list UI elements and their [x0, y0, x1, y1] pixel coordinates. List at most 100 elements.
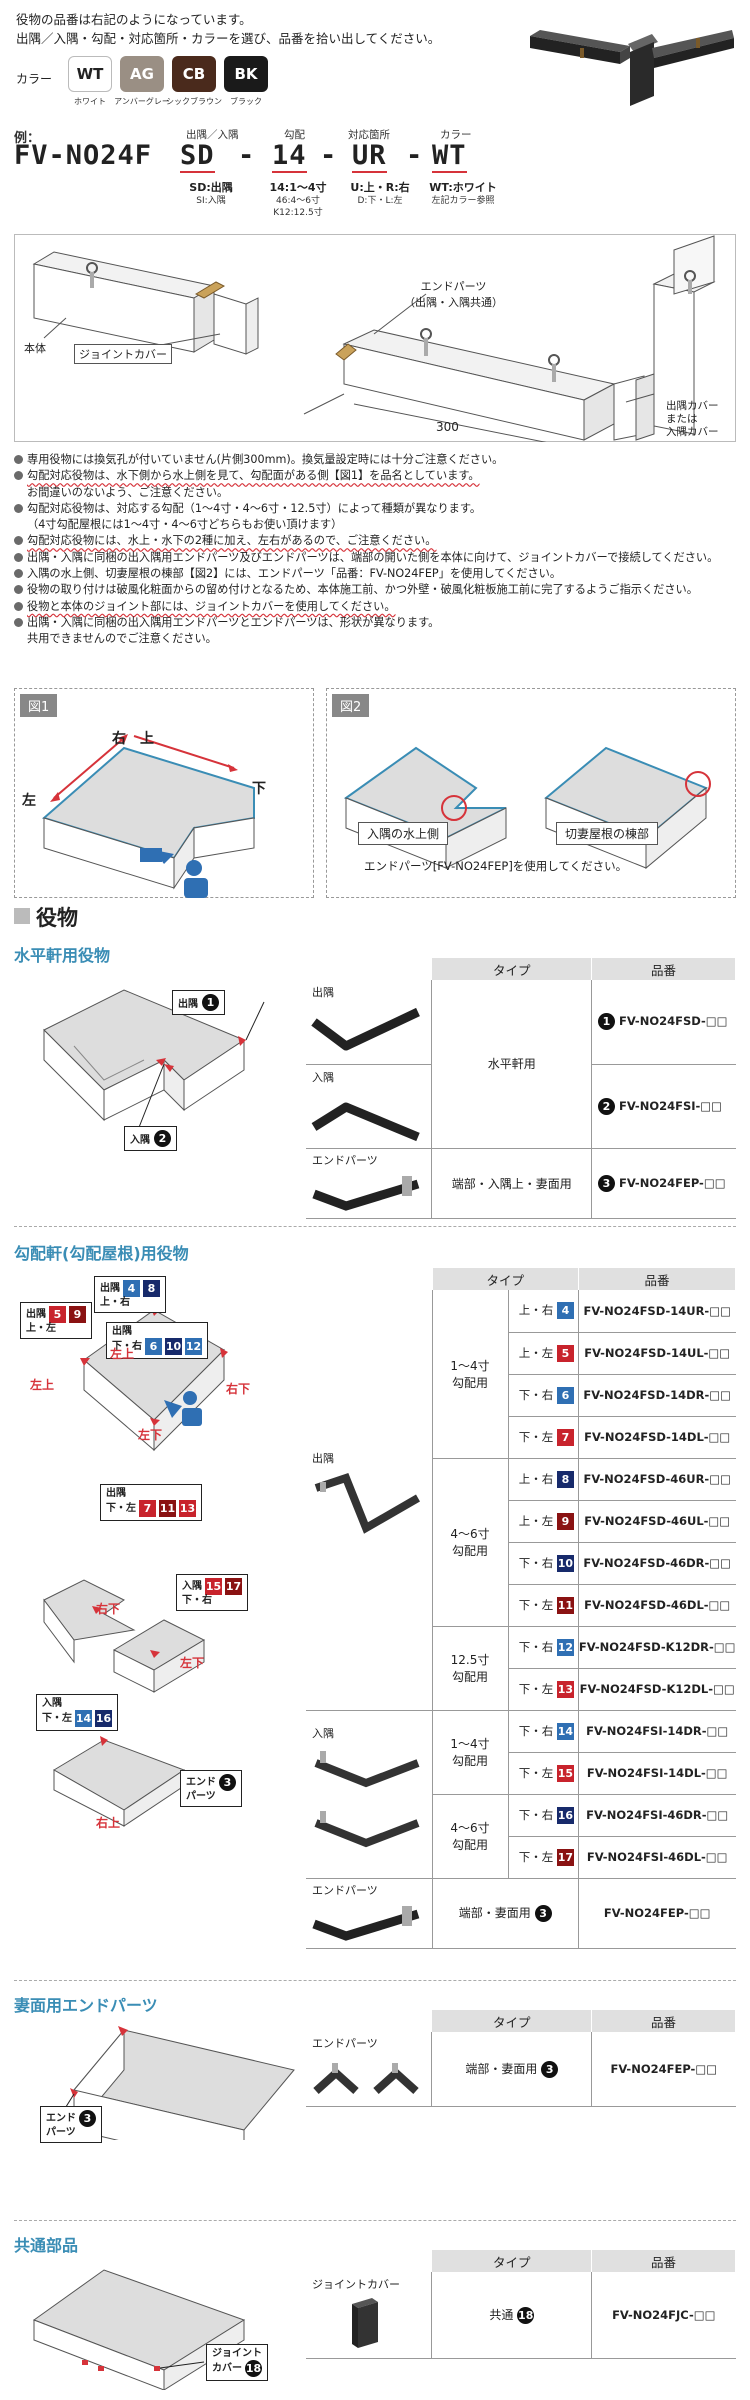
label-body: 本体 [24, 342, 46, 355]
end-parts-icon [312, 1175, 420, 1211]
header-type: タイプ [431, 958, 592, 980]
thumb-cell: エンドパーツ [306, 1148, 433, 1219]
dir-cell: 上・左 9 [508, 1500, 579, 1543]
dash: - [320, 140, 338, 171]
callout-label: 下・右 [112, 1340, 142, 1352]
pn-cell: 3 FV-NO24FEP-□□ [591, 1148, 736, 1219]
thumb-label: 出隅 [312, 986, 334, 1000]
type-number: 3 [541, 2060, 559, 2078]
callout-label: パーツ [186, 1791, 216, 1802]
dir-cell: 下・左 13 [508, 1668, 579, 1711]
grade-cell: 12.5寸勾配用 [432, 1626, 509, 1711]
label-in-out: 出隅／入隅 [186, 129, 239, 141]
callout-number: 2 [154, 1130, 171, 1147]
callout-label: 出隅 [178, 999, 198, 1010]
thumb-label: 出隅 [312, 1452, 334, 1466]
pn-cell: FV-NO24FSD-14DL-□□ [578, 1416, 736, 1459]
desc-line: 46:4～6寸 [276, 196, 320, 206]
pn-cell: FV-NO24FSD-46DL-□□ [578, 1584, 736, 1627]
dir-cell: 下・右 16 [508, 1794, 579, 1837]
swatch-caption: アンバーグレー [114, 97, 170, 106]
desc-location: U:上・R:右 D:下・L:左 [340, 180, 420, 207]
label-lower-right: 右下 [226, 1382, 251, 1396]
desc-line: SD:出隅 [189, 181, 233, 194]
pn-cell: FV-NO24FEP-□□ [591, 2032, 736, 2107]
desc-line: U:上・R:右 [350, 181, 410, 194]
swatch-caption: ブラック [230, 97, 262, 106]
fig2-caption-2: 切妻屋根の棟部 [556, 822, 659, 845]
label-lower-left: 左下 [138, 1428, 163, 1442]
type-text: 端部・妻面用 [458, 1906, 531, 1920]
type-text: 共通 [489, 2307, 514, 2322]
type-cell: 端部・妻面用 3 [431, 2032, 593, 2107]
horiz-table: タイプ品番 出隅 水平軒用 1 FV-NO24FSD-□□ 入隅 2 FV-NO… [306, 958, 736, 1219]
intro-text: 役物の品番は右記のようになっています。 出隅／入隅・勾配・対応箇所・カラーを選び… [16, 10, 516, 48]
note-item: 役物の取り付けは破風化粧面からの留め付けとなるため、本体施工前、かつ外壁・破風化… [14, 582, 736, 598]
table-corner [306, 958, 433, 980]
pn-cell: FV-NO24FSD-46UL-□□ [578, 1500, 736, 1543]
desc-color: WT:ホワイト 左記カラー参照 [420, 180, 506, 207]
dir-cell: 下・左 7 [508, 1416, 579, 1459]
dir-text: 下・右 [518, 1639, 554, 1654]
dir-text: 下・左 [518, 1765, 554, 1780]
swatch-caption: ホワイト [74, 97, 106, 106]
desc-line: 左記カラー参照 [431, 196, 495, 206]
table-row: エンドパーツ 端部・入隅上・妻面用 3 FV-NO24FEP-□□ [306, 1148, 736, 1219]
color-swatch-bk: BK [224, 56, 268, 92]
label-length: 300 [436, 420, 459, 434]
dir-text: 下・右 [518, 1723, 554, 1738]
callout-number: 1 [202, 994, 219, 1011]
pn-cell: FV-NO24FSD-14UR-□□ [578, 1290, 736, 1333]
callout-label: 出隅 [26, 1308, 46, 1320]
callout-label: ジョイント [212, 2348, 262, 2359]
gable-illustration [63, 2026, 295, 2140]
segment-slope: 14 [272, 140, 307, 173]
label-color: カラー [440, 129, 472, 141]
swatch-caption: シックブラウン [166, 97, 222, 106]
dir-badge: 14 [556, 1722, 574, 1740]
label-location: 対応箇所 [348, 129, 390, 141]
desc-line: D:下・L:左 [357, 196, 403, 206]
callout-label: 下・左 [106, 1502, 136, 1514]
header-pn: 品番 [591, 2250, 736, 2272]
fig1-up: 上 [140, 731, 154, 747]
type-text: 端部・妻面用 [465, 2061, 538, 2076]
label-end-parts: エンドパーツ （出隅・入隅共通） [404, 278, 503, 310]
note-text: 専用役物には換気孔が付いていません(片側300mm)。換気量設定時には十分ご注意… [27, 453, 504, 466]
color-swatch-ag: AG [120, 56, 164, 92]
dir-badge: 15 [556, 1764, 574, 1782]
horiz-title: 水平軒用役物 [14, 946, 111, 965]
dir-badge: 6 [556, 1386, 574, 1404]
table-row: エンドパーツ 端部・妻面用 3 FV-NO24FEP-□□ [306, 1878, 736, 1949]
gable-table: タイプ品番 エンドパーツ 端部・妻面用 3 FV-NO24FEP-□□ [306, 2010, 736, 2107]
note-text: 役物の取り付けは破風化粧面からの留め付けとなるため、本体施工前、かつ外壁・破風化… [27, 583, 698, 597]
dir-badge: 7 [556, 1428, 574, 1446]
slope-table-body: 出隅 1～4寸勾配用 上・右 4 FV-NO24FSD-14UR-□□ 上・左 … [306, 1290, 736, 1949]
pn-cell: FV-NO24FSD-K12DL-□□ [578, 1668, 736, 1711]
desc-line: SI:入隅 [196, 196, 226, 206]
note-item: 専用役物には換気孔が付いていません(片側300mm)。換気量設定時には十分ご注意… [14, 452, 736, 468]
figure-2 [326, 688, 736, 898]
fig2-caption-1: 入隅の水上側 [358, 822, 449, 845]
slope-end-parts-icon [312, 1905, 420, 1941]
dir-cell: 下・左 17 [508, 1836, 579, 1879]
dir-badge: 5 [556, 1344, 574, 1362]
swatch-code: BK [234, 65, 258, 83]
divider [14, 1226, 736, 1227]
pn-text: FV-NO24FEP-□□ [619, 1175, 726, 1190]
thumb-cell: 入隅 [306, 1064, 433, 1149]
fig1-right: 右 [112, 731, 126, 747]
figure-1-illustration [41, 734, 255, 898]
desc-line: WT:ホワイト [429, 181, 497, 194]
assembly-diagram-frame [14, 234, 736, 442]
thumb-label: エンドパーツ [312, 1883, 378, 1897]
dir-badge: 13 [556, 1680, 574, 1698]
